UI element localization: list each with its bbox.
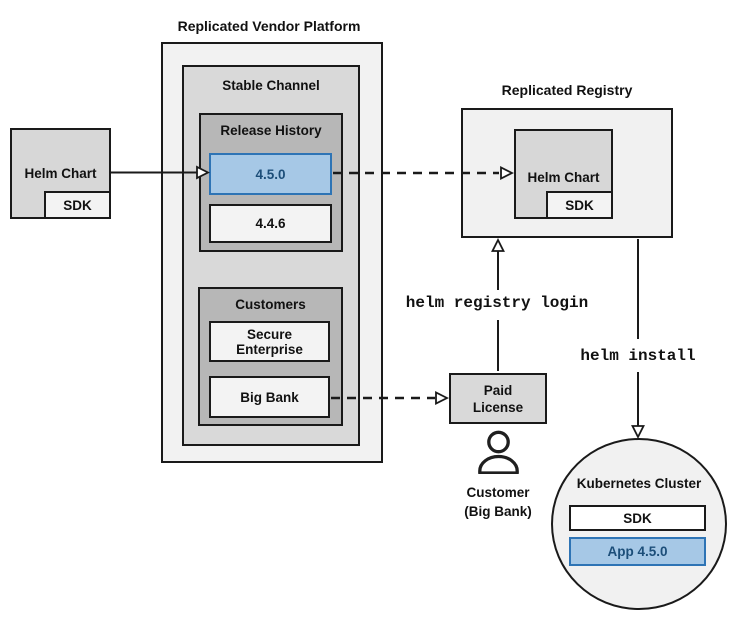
registry-title: Replicated Registry bbox=[501, 82, 633, 98]
vendor-platform-title: Replicated Vendor Platform bbox=[177, 18, 361, 34]
release-446-label: 4.4.6 bbox=[255, 216, 286, 231]
release-history-title: Release History bbox=[220, 123, 322, 138]
kubernetes-cluster-title: Kubernetes Cluster bbox=[576, 476, 702, 491]
customer-secure-enterprise-box: Secure Enterprise bbox=[209, 321, 330, 362]
registry-sdk-label: SDK bbox=[565, 197, 594, 213]
paid-license-label: Paid License bbox=[472, 382, 524, 415]
command-install-label: helm install bbox=[580, 347, 696, 365]
sdk-source-label: SDK bbox=[63, 197, 92, 213]
customers-title: Customers bbox=[235, 297, 306, 312]
stable-channel-title: Stable Channel bbox=[222, 78, 320, 93]
helm-chart-source-label: Helm Chart bbox=[24, 166, 97, 181]
registry-helm-chart-label: Helm Chart bbox=[527, 170, 600, 185]
release-450-label: 4.5.0 bbox=[255, 166, 286, 182]
cluster-sdk-label: SDK bbox=[623, 510, 652, 526]
sdk-source-box: SDK bbox=[44, 191, 111, 219]
cluster-app-box: App 4.5.0 bbox=[569, 537, 706, 566]
paid-license-box: Paid License bbox=[449, 373, 547, 424]
command-registry-login-label: helm registry login bbox=[405, 294, 589, 312]
customer-label: Customer (Big Bank) bbox=[464, 485, 532, 519]
cluster-sdk-box: SDK bbox=[569, 505, 706, 531]
customer-big-bank-box: Big Bank bbox=[209, 376, 330, 418]
customer-secure-enterprise-label: Secure Enterprise bbox=[236, 326, 303, 357]
release-450-box: 4.5.0 bbox=[209, 153, 332, 195]
release-446-box: 4.4.6 bbox=[209, 204, 332, 243]
registry-sdk-box: SDK bbox=[546, 191, 613, 219]
customer-big-bank-label: Big Bank bbox=[240, 389, 299, 405]
cluster-app-label: App 4.5.0 bbox=[607, 544, 668, 559]
arrow-registry-to-cluster bbox=[631, 239, 645, 440]
customer-person-icon bbox=[478, 430, 519, 474]
